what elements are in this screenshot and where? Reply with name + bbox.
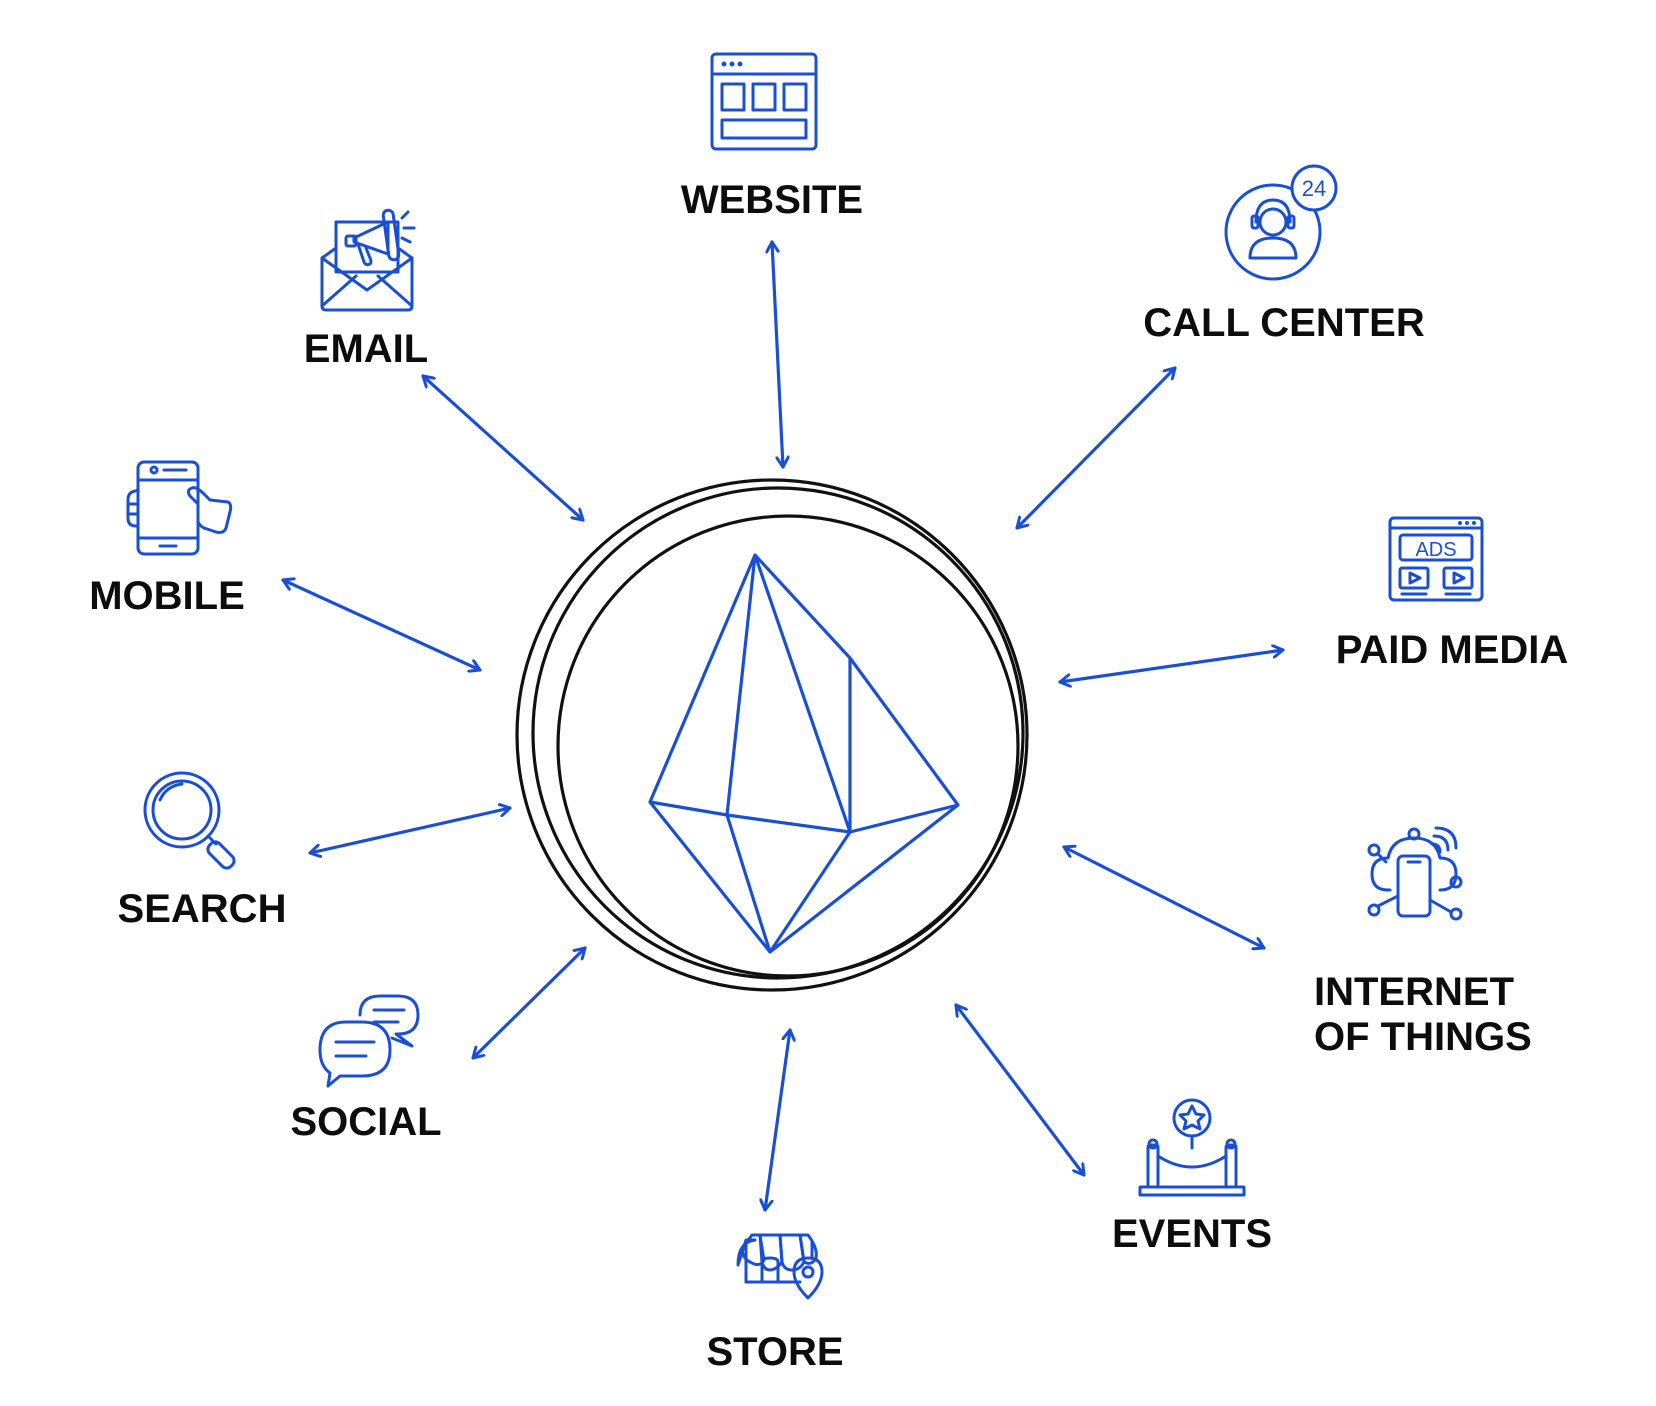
channel-store: STORE — [706, 1233, 844, 1374]
outer-ring-right — [556, 514, 1020, 978]
channel-label-search: SEARCH — [118, 887, 287, 931]
arrow-website — [772, 240, 783, 469]
channel-label-events: EVENTS — [1112, 1212, 1272, 1256]
arrow-iot — [1062, 847, 1266, 948]
channel-email: EMAIL — [304, 208, 428, 371]
storefront-pin-icon — [736, 1233, 824, 1300]
star-podium-icon — [1138, 1098, 1246, 1197]
paid-media-badge: ADS — [1415, 539, 1456, 561]
outer-ring-middle — [531, 486, 1025, 980]
channel-call-center: 24 CALL CENTER — [1143, 164, 1425, 345]
diamond-gem-icon — [648, 553, 960, 954]
channel-label-iot-line1: INTERNET — [1314, 970, 1514, 1014]
envelope-megaphone-icon — [320, 208, 416, 312]
channel-label-email: EMAIL — [304, 327, 428, 371]
channel-label-social: SOCIAL — [290, 1100, 441, 1144]
magnifier-icon — [143, 771, 236, 870]
arrow-social — [471, 946, 587, 1060]
arrow-events — [954, 1003, 1086, 1177]
channel-mobile: MOBILE — [89, 460, 245, 618]
outer-ring-left — [515, 478, 1029, 992]
call-center-badge: 24 — [1302, 176, 1326, 201]
channel-events: EVENTS — [1112, 1098, 1272, 1256]
channel-social: SOCIAL — [290, 994, 442, 1144]
channel-search: SEARCH — [118, 771, 287, 931]
channel-website: WEBSITE — [681, 52, 863, 222]
headset-24-icon: 24 — [1224, 164, 1338, 281]
arrow-email — [421, 374, 585, 522]
hand-phone-icon — [126, 460, 233, 556]
channel-paid-media: ADS PAID MEDIA — [1336, 516, 1569, 672]
channel-label-mobile: MOBILE — [89, 574, 245, 618]
channel-label-iot-line2: OF THINGS — [1314, 1015, 1532, 1059]
arrow-store — [765, 1028, 790, 1212]
arrow-paid-media — [1058, 650, 1285, 682]
channel-label-call-center: CALL CENTER — [1143, 301, 1425, 345]
center-hub — [515, 478, 1029, 992]
channel-iot: INTERNET OF THINGS — [1314, 826, 1532, 1059]
browser-window-icon — [710, 52, 818, 151]
cloud-phone-network-icon — [1367, 826, 1463, 921]
arrow-call-center — [1015, 366, 1177, 530]
ads-window-icon: ADS — [1388, 516, 1484, 602]
arrow-mobile — [281, 580, 482, 670]
chat-bubbles-icon — [318, 994, 420, 1088]
arrow-search — [308, 808, 512, 853]
channel-label-store: STORE — [706, 1330, 843, 1374]
channel-label-paid-media: PAID MEDIA — [1336, 628, 1569, 672]
connector-arrows — [281, 240, 1285, 1212]
channel-label-website: WEBSITE — [681, 178, 863, 222]
